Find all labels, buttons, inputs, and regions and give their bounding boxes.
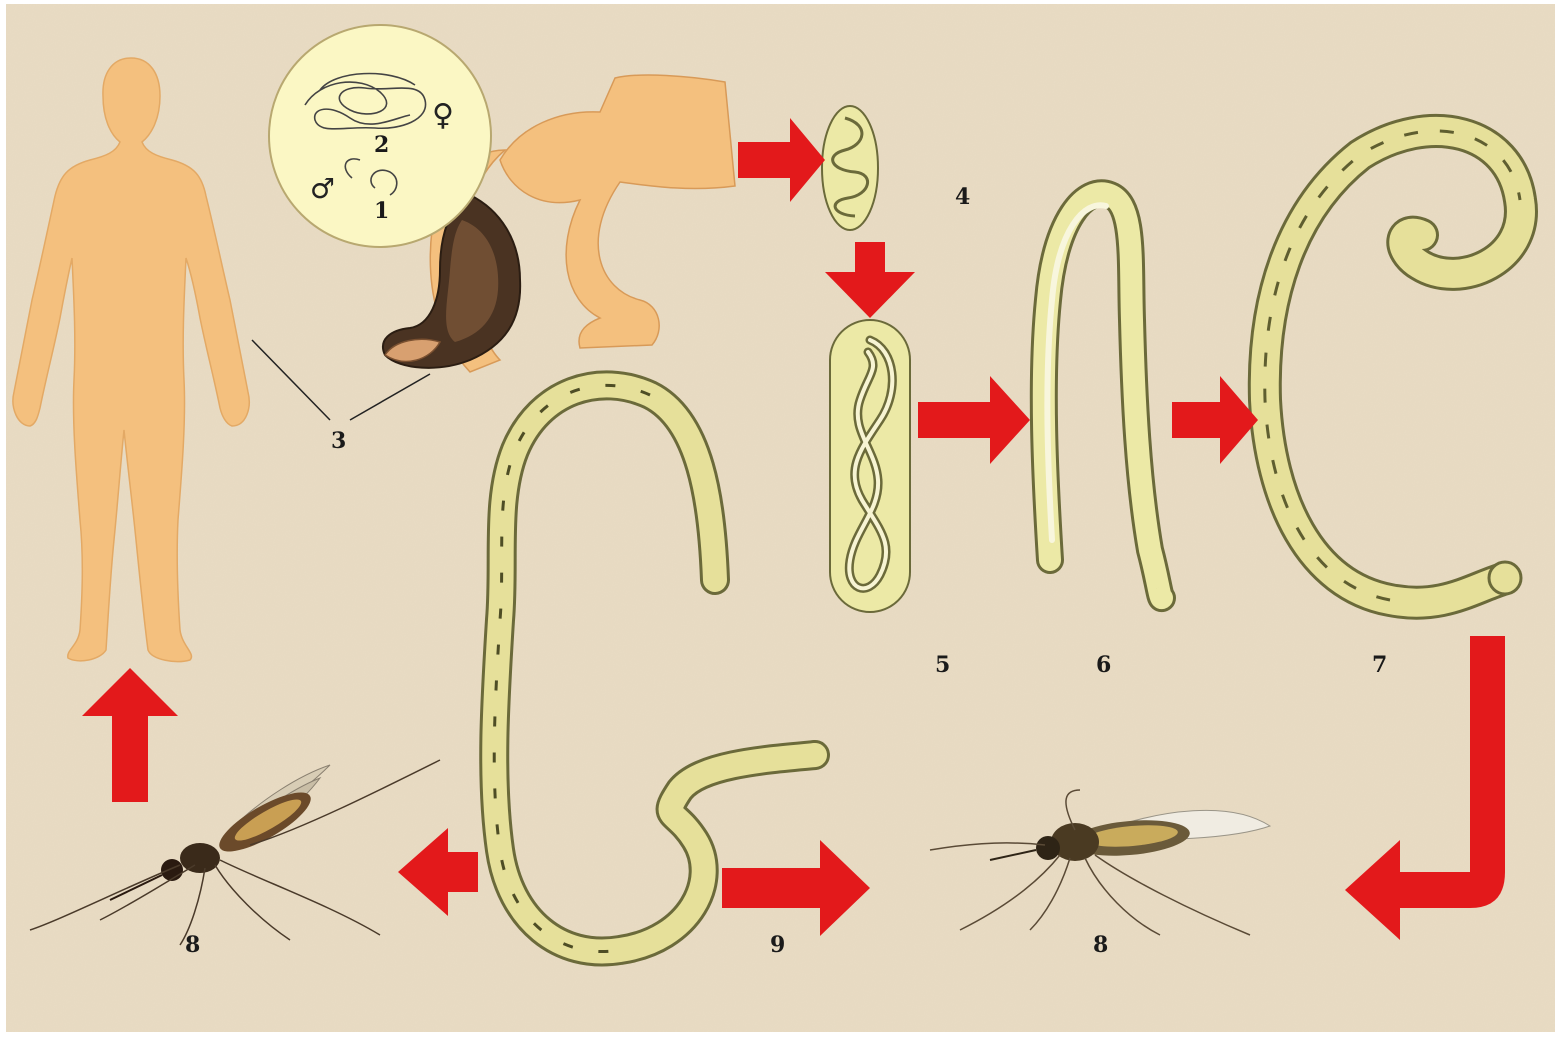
microfilaria-sheathed-larva [830, 320, 910, 612]
stage-label-9: 9 [770, 932, 785, 958]
stage-label-8-left: 8 [185, 932, 200, 958]
stage-label-6: 6 [1096, 652, 1111, 678]
stage-label-8-right: 8 [1093, 932, 1108, 958]
stage-label-4: 4 [955, 184, 970, 210]
stage-label-7: 7 [1372, 652, 1387, 678]
male-symbol: ♂ [310, 172, 335, 205]
female-symbol: ♀ [432, 98, 454, 133]
stage-label-3: 3 [331, 428, 346, 454]
stage-label-5: 5 [935, 652, 950, 678]
stage-label-2: 2 [374, 132, 389, 158]
stage-label-1: 1 [374, 198, 389, 224]
microfilaria-small-sheath [822, 106, 878, 230]
